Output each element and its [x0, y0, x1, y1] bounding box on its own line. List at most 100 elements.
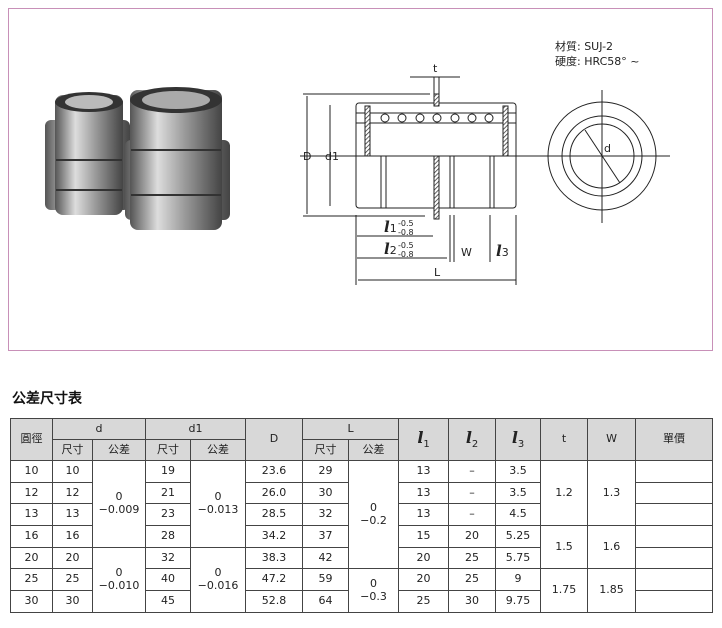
tolerance-upper: 0 [214, 566, 222, 580]
header-L-tolerance: 公差 [348, 439, 400, 461]
header-bore: 圓徑 [10, 418, 53, 461]
cell-l2: 30 [448, 590, 497, 613]
cell-d1-size: 23 [145, 503, 192, 527]
cell-d1-size: 21 [145, 481, 192, 505]
cell-d-size: 10 [52, 460, 93, 483]
header-l3: l3 [495, 418, 542, 461]
tolerance-lower: −0.009 [98, 502, 140, 516]
cell-d1-size: 45 [145, 590, 192, 613]
cell-l2: – [448, 481, 497, 505]
cell-W: 1.3 [587, 459, 637, 527]
cell-d1-size: 28 [145, 525, 192, 548]
cell-l2: – [448, 460, 497, 483]
cell-L-size: 32 [302, 503, 350, 527]
cell-l1: 25 [398, 590, 450, 613]
cell-L-size: 59 [302, 568, 350, 592]
cell-t: 1.2 [540, 459, 589, 527]
header-W: W [587, 418, 637, 461]
tolerance-upper: 0 [214, 490, 222, 504]
header-l2: l2 [448, 418, 497, 461]
cell-D: 23.6 [245, 460, 304, 483]
front-view-drawing [530, 90, 670, 223]
cell-l1: 15 [398, 525, 450, 548]
label-d: d [604, 142, 611, 155]
cell-d-tolerance: 0−0.009 [91, 460, 147, 548]
cell-bore: 20 [10, 546, 53, 570]
cell-L-size: 64 [302, 590, 350, 613]
cell-bore: 25 [10, 568, 53, 592]
cell-D: 38.3 [245, 546, 304, 570]
cell-t: 1.75 [540, 568, 589, 613]
label-L: L [434, 266, 441, 279]
l1-tol-lower: -0.8 [398, 228, 414, 237]
tolerance-upper: 0 [370, 576, 378, 590]
cell-l3: 9 [495, 568, 542, 592]
cell-l3: 4.5 [495, 503, 542, 527]
cell-d-size: 25 [52, 568, 93, 592]
material-spec: 材質: SUJ-2 [555, 39, 613, 53]
cell-L-size: 29 [302, 460, 350, 483]
label-D: D [303, 150, 311, 163]
cell-l2: 20 [448, 525, 497, 548]
cell-l1: 20 [398, 568, 450, 592]
cell-d-size: 20 [52, 546, 93, 570]
tolerance-lower: −0.013 [197, 502, 239, 516]
l2-tol-upper: -0.5 [398, 241, 414, 250]
cell-d1-size: 40 [145, 568, 192, 592]
product-figure-frame [8, 8, 713, 351]
cell-L-tolerance: 0−0.3 [348, 568, 400, 613]
tolerance-lower: −0.3 [360, 589, 387, 603]
cell-L-size: 42 [302, 546, 350, 570]
cell-price [635, 568, 714, 592]
cell-l1: 20 [398, 546, 450, 570]
cell-D: 47.2 [245, 568, 304, 592]
cell-L-tolerance: 0−0.2 [348, 459, 400, 570]
header-L-size: 尺寸 [302, 439, 350, 461]
cell-price [635, 525, 714, 548]
table-title: 公差尺寸表 [12, 391, 82, 407]
cell-l2: – [448, 503, 497, 527]
cell-l2: 25 [448, 546, 497, 570]
cell-d1-tolerance: 0−0.016 [190, 546, 247, 613]
cell-l1: 13 [398, 481, 450, 505]
header-L: L [302, 418, 400, 440]
cell-price [635, 503, 714, 527]
cell-bore: 12 [10, 481, 53, 505]
cell-d-size: 12 [52, 481, 93, 505]
header-d-tolerance: 公差 [91, 439, 147, 461]
cell-D: 34.2 [245, 525, 304, 548]
cell-L-size: 37 [302, 525, 350, 548]
label-l3: l3 [496, 242, 509, 260]
header-d-size: 尺寸 [52, 439, 93, 461]
product-drawing: 材質: SUJ-2 硬度: HRC58° ~ t D d1 d l1 -0.5 … [45, 39, 670, 285]
cell-price [635, 546, 714, 570]
cell-t: 1.5 [540, 525, 589, 570]
cell-l3: 3.5 [495, 481, 542, 505]
cell-W: 1.6 [587, 525, 637, 570]
tolerance-lower: −0.2 [360, 513, 387, 527]
tolerance-lower: −0.016 [197, 578, 239, 592]
cell-d-size: 16 [52, 525, 93, 548]
header-price: 單價 [635, 418, 714, 461]
bushing-photo [45, 87, 230, 230]
dimension-table: 圓徑 d d1 D L l1 l2 l3 t W 單價 尺寸 公差 尺寸 公差 … [10, 418, 714, 613]
cell-l2: 25 [448, 568, 497, 592]
cell-bore: 30 [10, 590, 53, 613]
cell-bore: 10 [10, 460, 53, 483]
cell-bore: 13 [10, 503, 53, 527]
l2-tol-lower: -0.8 [398, 250, 414, 259]
header-d1-tolerance: 公差 [190, 439, 247, 461]
label-t: t [433, 62, 438, 75]
cell-l1: 13 [398, 503, 450, 527]
cell-l3: 5.75 [495, 546, 542, 570]
cell-D: 52.8 [245, 590, 304, 613]
header-d1-size: 尺寸 [145, 439, 192, 461]
cell-price [635, 460, 714, 483]
cell-bore: 16 [10, 525, 53, 548]
cell-d-tolerance: 0−0.010 [91, 546, 147, 613]
cell-l1: 13 [398, 460, 450, 483]
tolerance-upper: 0 [115, 566, 123, 580]
